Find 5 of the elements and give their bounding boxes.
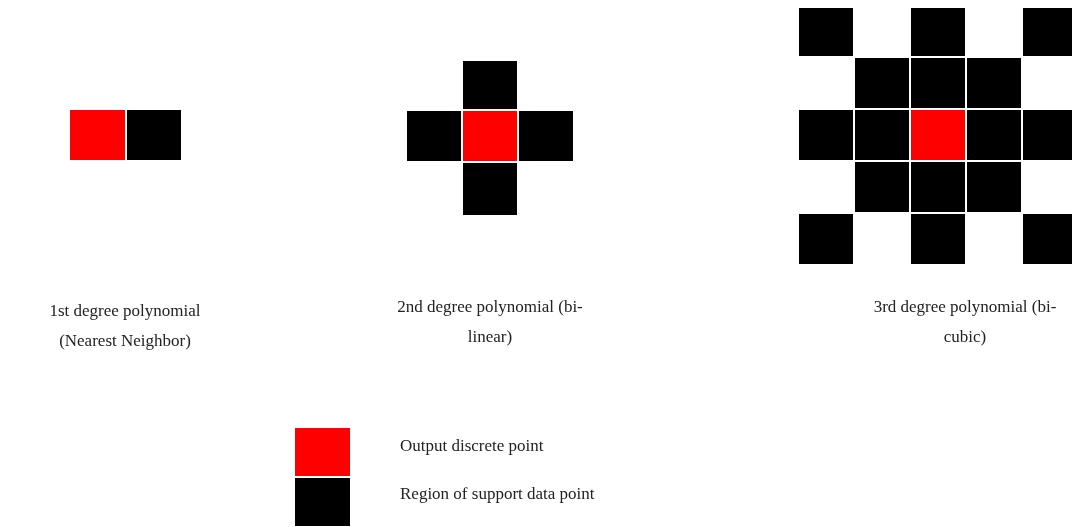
- legend-label: Region of support data point: [400, 484, 595, 504]
- caption: 2nd degree polynomial (bi-linear): [396, 296, 584, 348]
- legend-label: Output discrete point: [400, 436, 544, 456]
- caption: 1st degree polynomial (Nearest Neighbor): [48, 300, 202, 352]
- caption: 3rd degree polynomial (bi-cubic): [872, 296, 1058, 348]
